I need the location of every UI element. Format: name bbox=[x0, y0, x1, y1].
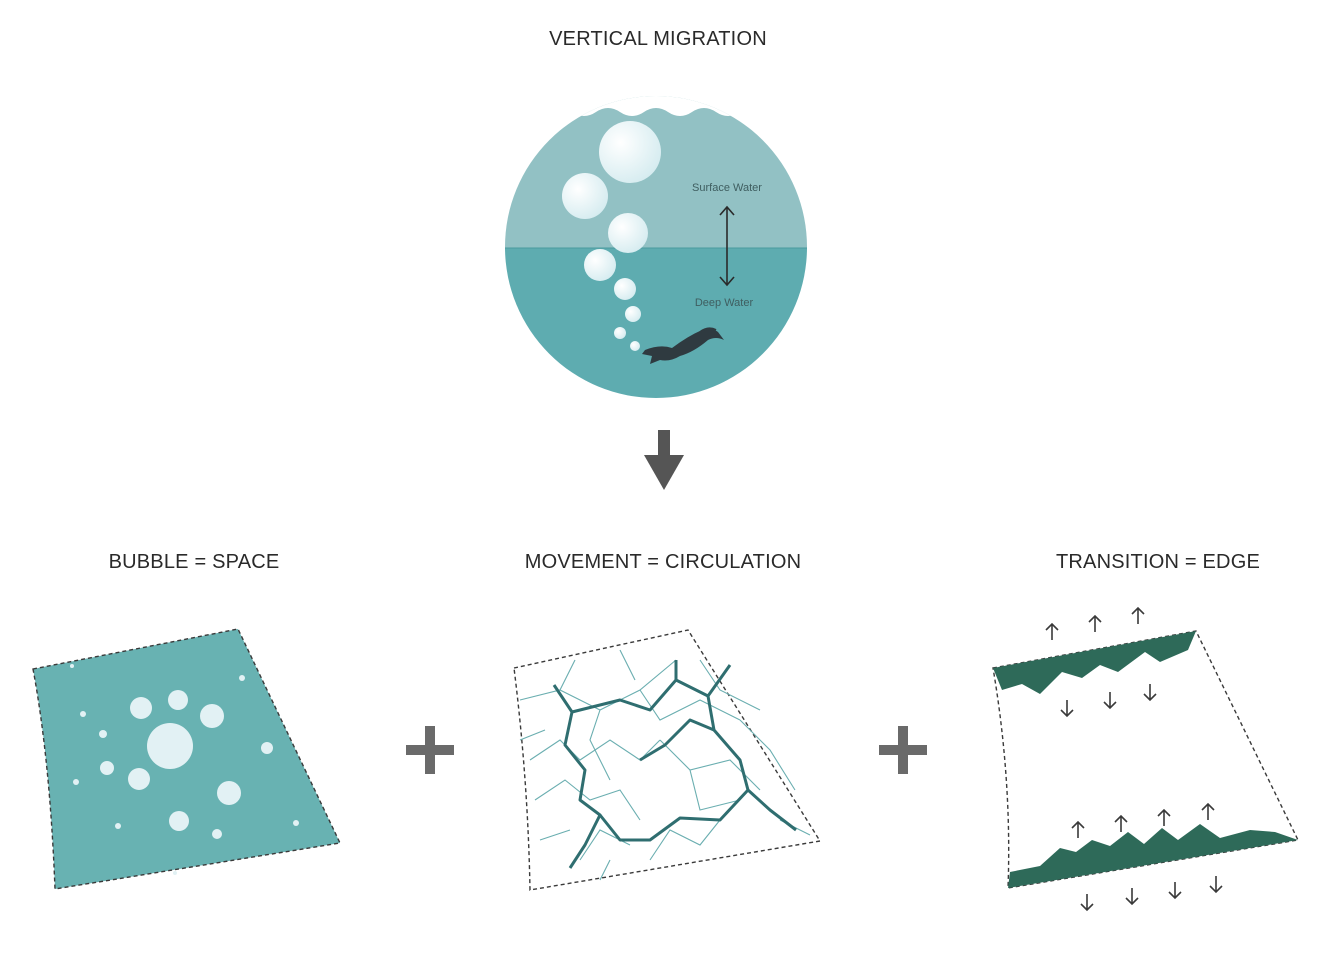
up-arrow-icon bbox=[1045, 606, 1145, 640]
bubble bbox=[80, 711, 86, 717]
top-edge-band bbox=[993, 631, 1196, 694]
bubble bbox=[128, 768, 150, 790]
bubble bbox=[562, 173, 608, 219]
bubble bbox=[614, 327, 626, 339]
bubble bbox=[217, 781, 241, 805]
bubble bbox=[70, 664, 74, 668]
plus-icon bbox=[406, 726, 454, 774]
circulation-path-thick bbox=[552, 660, 797, 869]
bubble bbox=[239, 675, 245, 681]
down-arrow-icon bbox=[644, 430, 684, 490]
bubble-space-panel bbox=[32, 628, 342, 890]
bottom-edge-band bbox=[1008, 824, 1298, 888]
bubble-group bbox=[562, 121, 661, 351]
surface-water-zone bbox=[505, 96, 807, 250]
movement-circulation-panel bbox=[513, 629, 822, 891]
bubble bbox=[173, 871, 177, 875]
down-arrow-small-icon bbox=[1080, 876, 1223, 912]
deep-water-zone bbox=[505, 248, 807, 398]
bubble bbox=[168, 690, 188, 710]
bubble bbox=[73, 779, 79, 785]
double-arrow-icon bbox=[719, 205, 735, 287]
bubble bbox=[169, 811, 189, 831]
bubble bbox=[147, 723, 193, 769]
panel-title-bubble: BUBBLE = SPACE bbox=[109, 551, 280, 573]
bubble bbox=[599, 121, 661, 183]
bubble bbox=[212, 829, 222, 839]
bubble bbox=[261, 742, 273, 754]
down-arrow-small-icon bbox=[1060, 684, 1157, 718]
bubble bbox=[130, 697, 152, 719]
circulation-network-thin bbox=[519, 649, 811, 881]
bubble bbox=[293, 820, 299, 826]
panel-title-transition: TRANSITION = EDGE bbox=[1056, 551, 1260, 573]
page-title: VERTICAL MIGRATION bbox=[549, 28, 767, 50]
up-arrow-icon bbox=[1071, 802, 1215, 838]
panel-title-movement: MOVEMENT = CIRCULATION bbox=[525, 551, 801, 573]
bubble bbox=[625, 306, 641, 322]
bubble bbox=[584, 249, 616, 281]
bubble bbox=[115, 823, 121, 829]
plus-icon bbox=[879, 726, 927, 774]
bubble bbox=[608, 213, 648, 253]
deep-water-label: Deep Water bbox=[695, 297, 754, 309]
bubble bbox=[100, 761, 114, 775]
bubble bbox=[614, 278, 636, 300]
water-circle: Surface Water Deep Water bbox=[505, 96, 807, 398]
bubble bbox=[630, 341, 640, 351]
surface-water-label: Surface Water bbox=[692, 182, 762, 194]
bubble bbox=[99, 730, 107, 738]
fish-icon bbox=[642, 327, 724, 364]
transition-edge-panel bbox=[992, 606, 1300, 912]
bubble bbox=[200, 704, 224, 728]
